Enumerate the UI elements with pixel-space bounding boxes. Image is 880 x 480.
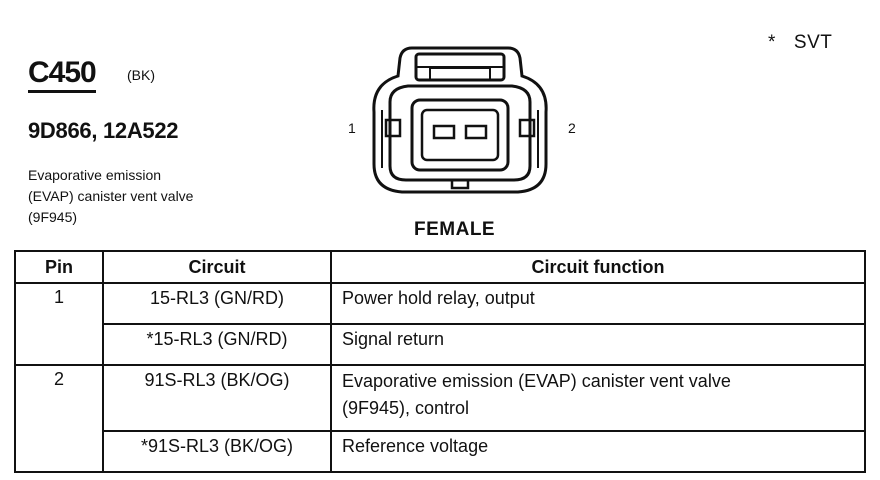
pin-1-label: 1 xyxy=(348,120,356,136)
footnote-legend: * SVT xyxy=(768,32,832,54)
function-cell: Evaporative emission (EVAP) canister ven… xyxy=(330,364,866,432)
description-line: Evaporative emission xyxy=(28,167,162,183)
pinout-table: Pin Circuit Circuit function 1 15-RL3 (G… xyxy=(14,250,866,473)
pin-cell: 1 xyxy=(14,282,104,366)
column-header-circuit: Circuit xyxy=(102,250,332,284)
table-row: 1 15-RL3 (GN/RD) Power hold relay, outpu… xyxy=(14,282,866,366)
column-header-pin: Pin xyxy=(14,250,104,284)
column-header-circuit-function: Circuit function xyxy=(330,250,866,284)
gender-label: FEMALE xyxy=(414,219,496,240)
connector-id: C450 xyxy=(28,57,97,93)
function-line: (9F945), control xyxy=(342,398,470,418)
pin-2-label: 2 xyxy=(568,120,576,136)
circuit-cell: *15-RL3 (GN/RD) xyxy=(102,323,332,366)
table-row: *15-RL3 (GN/RD) Signal return xyxy=(15,323,866,366)
function-line: Evaporative emission (EVAP) canister ven… xyxy=(342,371,731,391)
function-cell: Power hold relay, output xyxy=(330,282,866,325)
table-header-row: Pin Circuit Circuit function xyxy=(14,250,866,284)
description-line: (EVAP) canister vent valve xyxy=(28,188,194,204)
footnote-symbol: * xyxy=(768,32,776,53)
function-cell: Signal return xyxy=(330,323,866,366)
table-row: 2 91S-RL3 (BK/OG) Evaporative emission (… xyxy=(14,364,866,473)
circuit-cell: 15-RL3 (GN/RD) xyxy=(102,282,332,325)
connector-face-drawing xyxy=(372,46,548,194)
component-description: Evaporative emission (EVAP) canister ven… xyxy=(28,165,258,228)
function-cell: Reference voltage xyxy=(330,430,866,473)
footnote-text: SVT xyxy=(793,32,833,53)
connector-color: (BK) xyxy=(127,67,155,83)
pin-cell: 2 xyxy=(14,364,104,473)
table-row: *91S-RL3 (BK/OG) Reference voltage xyxy=(15,430,866,473)
circuit-cell: *91S-RL3 (BK/OG) xyxy=(102,430,332,473)
part-numbers: 9D866, 12A522 xyxy=(28,118,179,143)
description-line: (9F945) xyxy=(28,209,78,225)
circuit-cell: 91S-RL3 (BK/OG) xyxy=(102,364,332,432)
